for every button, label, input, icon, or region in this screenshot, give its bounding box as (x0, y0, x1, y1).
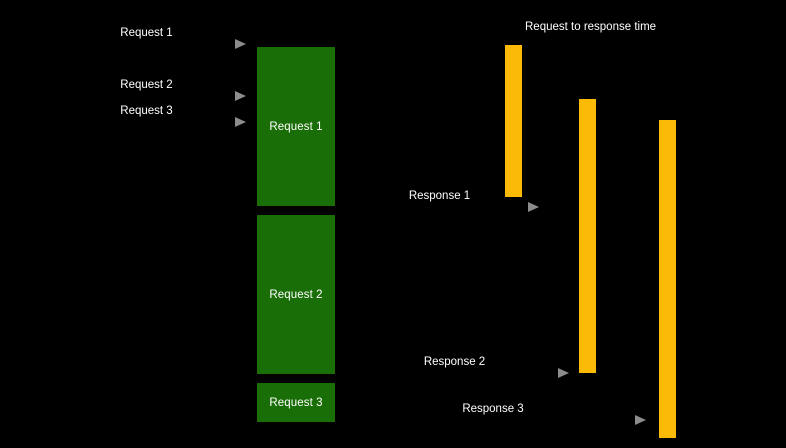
arrow-head-icon (235, 38, 246, 49)
request-arrow-label: Request 2 (120, 79, 173, 91)
arrow-head-icon (558, 367, 569, 378)
arrow-head-icon (528, 201, 539, 212)
response-arrow-label: Response 1 (408, 190, 471, 202)
arrow-head-icon (635, 414, 646, 425)
latency-bar-request-2 (579, 99, 596, 373)
diagram-title: Request to response time (525, 21, 657, 33)
request-arrow-label: Request 3 (120, 105, 173, 117)
request-arrow-3: Request 3 (48, 101, 246, 127)
processing-block-request-3: Request 3 (257, 383, 335, 422)
response-arrow-1: Response 1 (341, 186, 539, 212)
arrow-head-icon (235, 116, 246, 127)
processing-block-request-1: Request 1 (257, 47, 335, 206)
response-arrow-label: Response 2 (423, 356, 486, 368)
processing-block-label: Request 3 (269, 396, 323, 409)
request-arrow-1: Request 1 (48, 23, 246, 49)
processing-block-label: Request 1 (269, 120, 323, 133)
response-arrow-2: Response 2 (341, 352, 569, 378)
processing-block-request-2: Request 2 (257, 215, 335, 374)
response-arrow-3: Response 3 (341, 399, 646, 425)
request-arrow-2: Request 2 (48, 75, 246, 101)
latency-bar-request-3 (659, 120, 676, 438)
processing-block-label: Request 2 (269, 288, 323, 301)
latency-bar-request-1 (505, 45, 522, 197)
arrow-head-icon (235, 90, 246, 101)
response-arrow-label: Response 3 (462, 403, 524, 415)
request-arrow-label: Request 1 (120, 27, 173, 39)
